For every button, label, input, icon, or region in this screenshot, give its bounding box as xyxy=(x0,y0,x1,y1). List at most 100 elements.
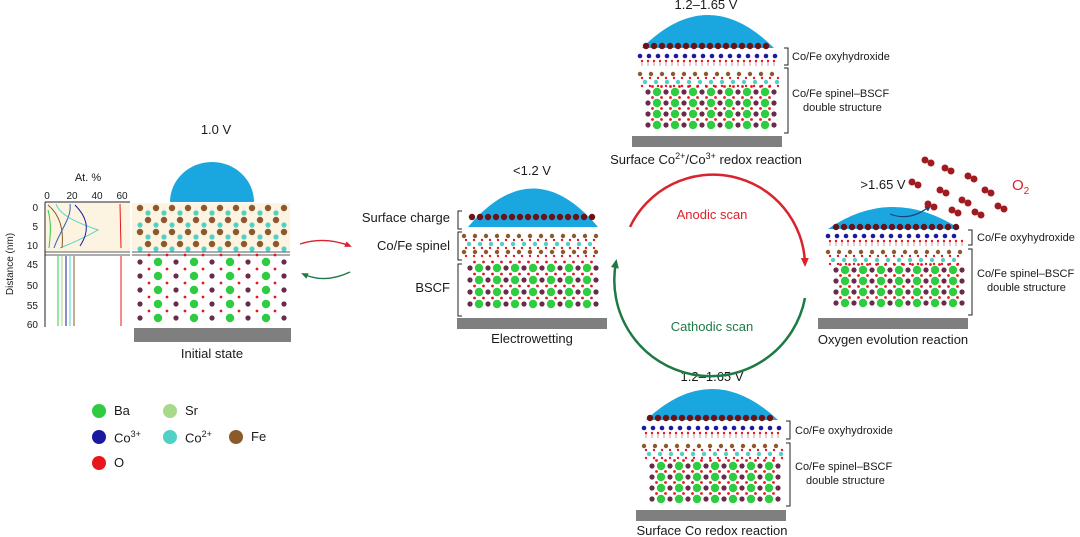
surface-oxygen xyxy=(556,213,564,221)
o2-molecule xyxy=(977,211,985,219)
ba-atom xyxy=(706,120,716,130)
ba-atom xyxy=(474,275,484,285)
surface-oxygen xyxy=(762,42,770,50)
oxygen-atom xyxy=(237,309,241,313)
surface-oxygen xyxy=(686,414,694,422)
co3-atom xyxy=(852,233,858,239)
oxygen-atom xyxy=(201,267,205,271)
surface-oxygen xyxy=(678,414,686,422)
oxygen-atom xyxy=(776,76,780,80)
co2-atom xyxy=(686,79,692,85)
b-site-atom xyxy=(663,100,669,106)
oxygen-atom xyxy=(875,296,878,299)
ba-atom xyxy=(652,109,662,119)
oxygen-atom xyxy=(768,76,772,80)
surface-oxygen xyxy=(730,42,738,50)
y-tick: 60 xyxy=(27,320,39,331)
fe-atom xyxy=(152,228,160,236)
oxygen-atom xyxy=(704,431,708,435)
ba-atom xyxy=(189,257,199,267)
ba-atom xyxy=(674,461,684,471)
oxygen-atom xyxy=(552,238,556,242)
oxygen-atom xyxy=(464,238,468,242)
b-site-atom xyxy=(851,300,857,306)
fe-atom xyxy=(747,71,753,77)
legend-label: Co2+ xyxy=(185,429,212,446)
co2-atom xyxy=(653,79,659,85)
oxygen-atom xyxy=(828,239,832,243)
co2-atom xyxy=(701,451,707,457)
oxygen-atom xyxy=(930,239,934,243)
b-site-atom xyxy=(209,259,215,265)
co2-atom xyxy=(675,79,681,85)
b-site-atom xyxy=(503,265,509,271)
oxygen-atom xyxy=(572,272,575,276)
oxygen-atom xyxy=(201,253,205,257)
co2-atom xyxy=(874,257,880,263)
oxygen-atom xyxy=(772,481,775,484)
legend-label: Sr xyxy=(185,403,198,418)
co3-atom xyxy=(718,53,724,59)
co3-atom xyxy=(915,233,921,239)
panel-caption: Surface Co2+/Co3+ redox reaction xyxy=(610,151,802,167)
fe-atom xyxy=(571,233,577,239)
oxygen-atom xyxy=(660,456,664,460)
cathodic-scan-label: Cathodic scan xyxy=(671,319,753,334)
oxygen-atom xyxy=(740,448,744,452)
oxygen-atom xyxy=(724,59,728,63)
oxygen-atom xyxy=(936,239,940,243)
b-site-atom xyxy=(735,111,741,117)
ba-atom xyxy=(261,285,271,295)
y-tick: 5 xyxy=(32,222,38,233)
fe-atom xyxy=(232,228,240,236)
oxygen-atom xyxy=(669,118,672,121)
b-site-atom xyxy=(663,122,669,128)
b-site-atom xyxy=(721,474,727,480)
co2-atom xyxy=(745,451,751,457)
b-site-atom xyxy=(833,278,839,284)
oxygen-atom xyxy=(868,262,872,266)
panel-caption: Electrowetting xyxy=(491,331,573,346)
ba-atom xyxy=(760,87,770,97)
oxygen-atom xyxy=(736,59,740,63)
b-site-atom xyxy=(685,496,691,502)
co3-atom xyxy=(888,233,894,239)
co2-atom xyxy=(273,234,279,240)
co2-atom xyxy=(642,79,648,85)
oxygen-atom xyxy=(684,448,688,452)
surface-oxygen xyxy=(524,213,532,221)
b-site-atom xyxy=(503,277,509,283)
oxyhydroxide-label: Co/Fe oxyhydroxide xyxy=(792,51,890,63)
co2-atom xyxy=(510,241,516,247)
ba-atom xyxy=(760,98,770,108)
co3-atom xyxy=(646,53,652,59)
oxygen-atom xyxy=(560,254,564,258)
b-site-atom xyxy=(539,289,545,295)
oxygen-atom xyxy=(500,260,503,264)
oxygen-atom xyxy=(480,246,484,250)
oxygen-atom xyxy=(581,296,584,300)
b-site-atom xyxy=(757,496,763,502)
oxygen-atom xyxy=(924,254,928,258)
oxygen-atom xyxy=(576,254,580,258)
b-site-atom xyxy=(905,278,911,284)
oxygen-atom xyxy=(480,254,484,258)
surface-oxygen xyxy=(944,223,952,231)
co2-atom xyxy=(257,210,263,216)
ba-atom xyxy=(688,120,698,130)
surface-oxygen xyxy=(726,414,734,422)
ba-atom xyxy=(764,483,774,493)
surface-oxygen xyxy=(508,213,516,221)
b-site-atom xyxy=(645,89,651,95)
ba-atom xyxy=(894,265,904,275)
b-site-atom xyxy=(905,300,911,306)
co2-atom xyxy=(225,234,231,240)
oxygen-atom xyxy=(584,238,588,242)
oxygen-atom xyxy=(682,481,685,484)
co2-atom xyxy=(646,451,652,457)
ba-atom xyxy=(564,263,574,273)
oxygen-atom xyxy=(584,246,588,250)
ba-atom xyxy=(189,271,199,281)
oxygen-atom xyxy=(764,448,768,452)
oxygen-atom xyxy=(723,107,726,110)
